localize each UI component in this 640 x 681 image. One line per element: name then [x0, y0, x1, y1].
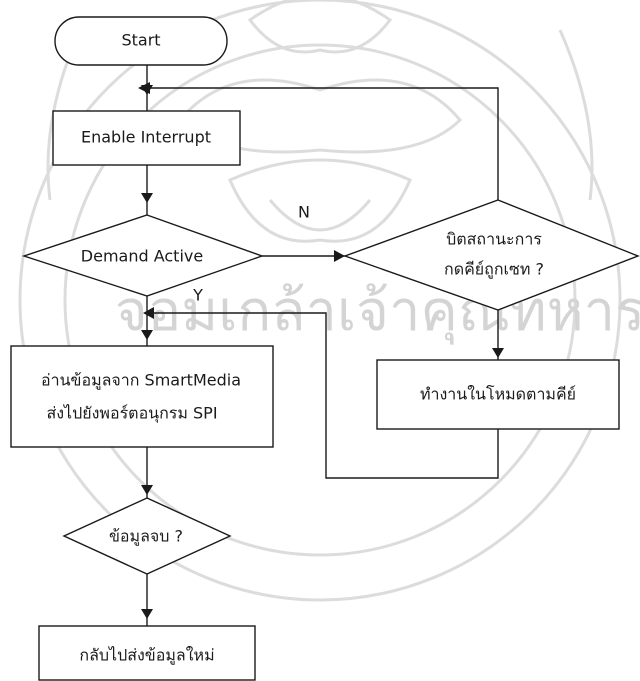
demand-active-decision: Demand Active: [21, 214, 265, 297]
key-mode-box: ทำงานในโหมดตามคีย์: [376, 359, 620, 430]
enable-interrupt-label: Enable Interrupt: [81, 128, 211, 147]
resend-label: กลับไปส่งข้อมูลใหม่: [79, 646, 214, 666]
read-smartmedia-box: อ่านข้อมูลจาก SmartMedia ส่งไปยังพอร์ตอน…: [10, 345, 274, 448]
check-state-line1: บิตสถานะการ: [446, 230, 542, 249]
demand-active-label: Demand Active: [81, 247, 203, 266]
data-end-decision: ข้อมูลจบ ?: [62, 497, 232, 575]
start-label: Start: [121, 31, 160, 50]
resend-box: กลับไปส่งข้อมูลใหม่: [38, 625, 256, 681]
data-end-label: ข้อมูลจบ ?: [109, 527, 183, 547]
watermark-emblem: จอมเกล้าเจ้าคุณทหาร: [18, 0, 640, 602]
check-key-state-decision: บิตสถานะการ กดคีย์ถูกเซท ?: [342, 199, 640, 311]
branch-yes-label: Y: [192, 286, 203, 305]
start-terminator: Start: [54, 16, 228, 66]
check-state-line2: กดคีย์ถูกเซท ?: [444, 260, 544, 280]
read-line1: อ่านข้อมูลจาก SmartMedia: [41, 371, 241, 391]
key-mode-label: ทำงานในโหมดตามคีย์: [420, 385, 576, 404]
read-line2: ส่งไปยังพอร์ตอนุกรม SPI: [46, 404, 217, 424]
branch-no-label: N: [298, 203, 310, 222]
connectors: [138, 65, 504, 626]
watermark-text: จอมเกล้าเจ้าคุณทหาร: [115, 279, 640, 345]
enable-interrupt-box: Enable Interrupt: [52, 110, 241, 166]
